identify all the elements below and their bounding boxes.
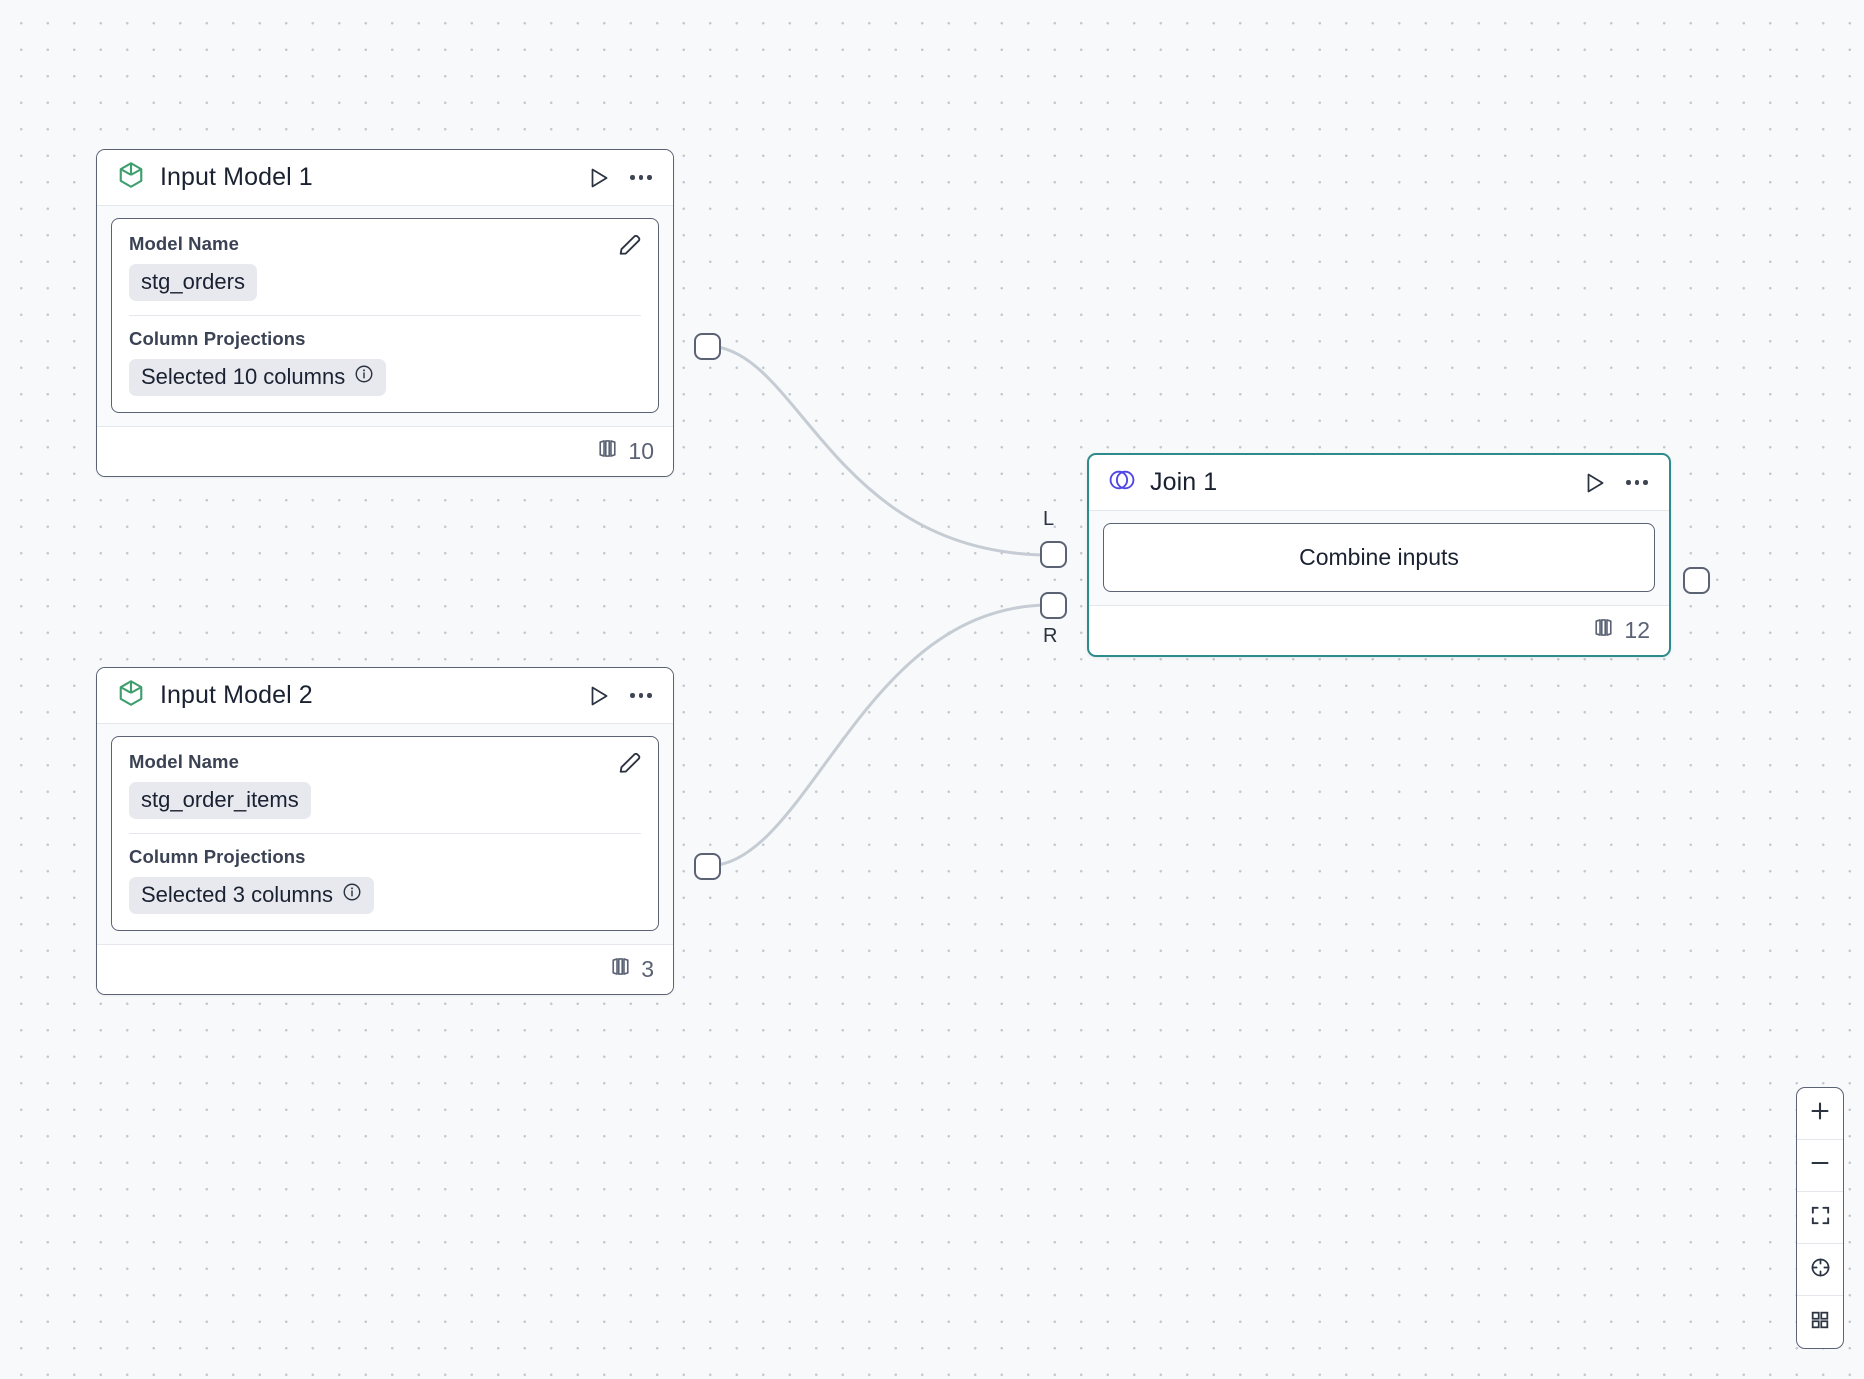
fit-screen-icon <box>1809 1204 1832 1232</box>
more-options-icon[interactable] <box>1623 469 1651 497</box>
zoom-out-button[interactable] <box>1797 1140 1843 1192</box>
column-count-badge: 12 <box>1592 616 1650 645</box>
column-projections-chip[interactable]: Selected 10 columns <box>129 359 387 396</box>
edit-icon[interactable] <box>616 231 644 259</box>
columns-icon <box>609 955 632 984</box>
node-title: Input Model 2 <box>160 681 313 709</box>
panel-divider <box>129 315 641 316</box>
target-icon <box>1809 1256 1832 1284</box>
more-options-icon[interactable] <box>627 682 655 710</box>
columns-icon <box>596 437 619 466</box>
model-name-value: stg_order_items <box>141 787 299 812</box>
node-join-1[interactable]: Join 1 Combine inputs <box>1087 453 1671 657</box>
input-port-join-right[interactable] <box>1040 592 1067 619</box>
column-projections-value: Selected 10 columns <box>141 364 346 389</box>
info-icon[interactable] <box>342 882 362 908</box>
edit-icon[interactable] <box>616 749 644 777</box>
more-options-icon[interactable] <box>627 164 655 192</box>
info-icon[interactable] <box>354 364 374 390</box>
column-count-value: 12 <box>1624 617 1650 643</box>
column-count-value: 10 <box>628 438 654 464</box>
node-title: Join 1 <box>1150 468 1218 496</box>
model-name-value: stg_orders <box>141 269 245 294</box>
venn-join-icon <box>1108 466 1136 499</box>
run-icon[interactable] <box>1581 469 1609 497</box>
model-config-panel: Model Name stg_order_items Column Projec… <box>111 736 659 931</box>
node-body: Model Name stg_order_items Column Projec… <box>97 724 673 944</box>
model-config-panel: Model Name stg_orders Column Projections… <box>111 218 659 413</box>
plus-icon <box>1808 1099 1832 1128</box>
combine-inputs-button[interactable]: Combine inputs <box>1103 523 1655 592</box>
node-input-model-1[interactable]: Input Model 1 Model Name <box>96 149 674 477</box>
output-port-join-1[interactable] <box>1683 567 1710 594</box>
field-label-column-projections: Column Projections <box>129 846 306 867</box>
field-label-model-name: Model Name <box>129 233 239 254</box>
node-header: Input Model 1 <box>97 150 673 206</box>
node-footer: 12 <box>1089 605 1669 655</box>
field-label-column-projections: Column Projections <box>129 328 306 349</box>
model-name-chip[interactable]: stg_orders <box>129 264 257 301</box>
column-count-badge: 3 <box>609 955 654 984</box>
port-label-left: L <box>1043 508 1055 530</box>
fit-view-button[interactable] <box>1797 1192 1843 1244</box>
model-name-chip[interactable]: stg_order_items <box>129 782 311 819</box>
column-projections-value: Selected 3 columns <box>141 882 333 907</box>
node-footer: 3 <box>97 944 673 994</box>
cube-icon <box>116 160 146 195</box>
grid-icon <box>1809 1309 1831 1336</box>
edge-model2-to-join-right <box>706 603 1051 868</box>
output-port-input-model-1[interactable] <box>694 333 721 360</box>
field-label-model-name: Model Name <box>129 751 239 772</box>
minus-icon <box>1808 1151 1832 1180</box>
node-header: Input Model 2 <box>97 668 673 724</box>
port-label-right: R <box>1043 625 1058 647</box>
columns-icon <box>1592 616 1615 645</box>
run-icon[interactable] <box>585 682 613 710</box>
column-count-badge: 10 <box>596 437 654 466</box>
lock-interaction-button[interactable] <box>1797 1244 1843 1296</box>
column-projections-chip[interactable]: Selected 3 columns <box>129 877 374 914</box>
node-title: Input Model 1 <box>160 163 313 191</box>
node-body: Combine inputs <box>1089 511 1669 605</box>
node-header: Join 1 <box>1089 455 1669 511</box>
canvas-toolbar[interactable] <box>1796 1087 1844 1349</box>
edge-model1-to-join-left <box>706 344 1051 557</box>
run-icon[interactable] <box>585 164 613 192</box>
cube-icon <box>116 678 146 713</box>
node-input-model-2[interactable]: Input Model 2 Model Name <box>96 667 674 995</box>
output-port-input-model-2[interactable] <box>694 853 721 880</box>
zoom-in-button[interactable] <box>1797 1088 1843 1140</box>
input-port-join-left[interactable] <box>1040 541 1067 568</box>
panel-divider <box>129 833 641 834</box>
node-body: Model Name stg_orders Column Projections… <box>97 206 673 426</box>
toggle-minimap-button[interactable] <box>1797 1296 1843 1348</box>
node-footer: 10 <box>97 426 673 476</box>
column-count-value: 3 <box>641 956 654 982</box>
